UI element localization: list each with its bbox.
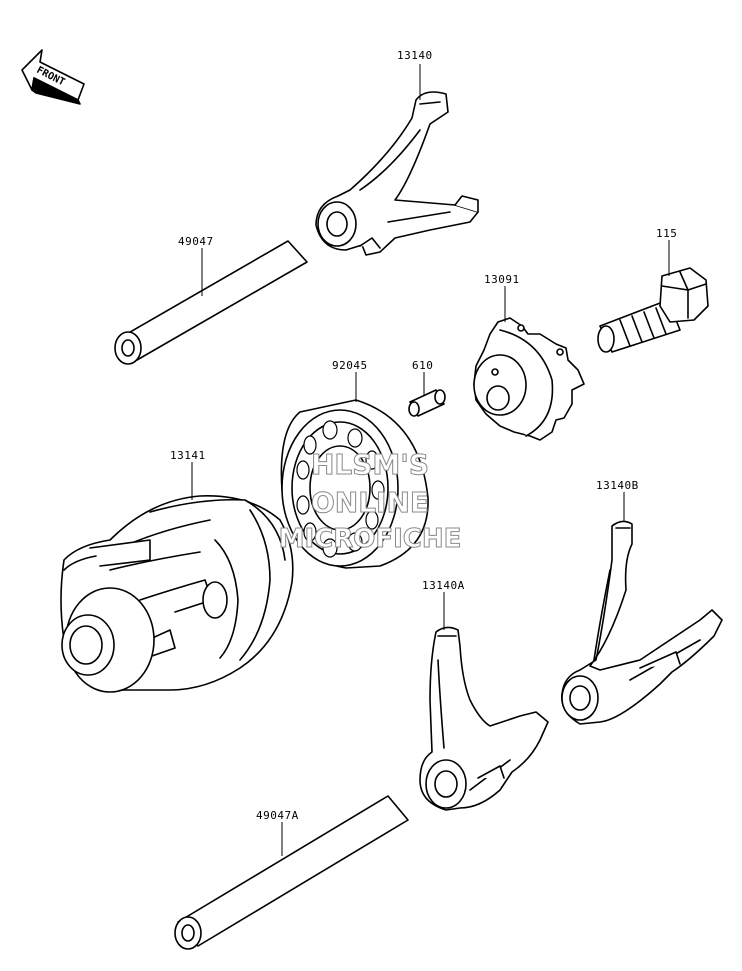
label-13140: 13140	[397, 49, 433, 62]
label-49047: 49047	[178, 235, 214, 248]
watermark-line-1: HLSM'S	[310, 448, 430, 482]
label-13141: 13141	[170, 449, 206, 462]
shift-fork-13140	[315, 91, 479, 256]
front-arrow-icon	[21, 49, 85, 105]
shift-fork-13140A	[419, 626, 549, 811]
label-13140A: 13140A	[422, 579, 465, 592]
bolt-115	[597, 267, 709, 353]
watermark-line-2: ONLINE	[310, 486, 430, 520]
label-115: 115	[656, 227, 678, 240]
label-13091: 13091	[484, 273, 520, 286]
shift-drum-13141	[60, 495, 294, 693]
shaft-49047	[114, 240, 308, 365]
holder-13091	[473, 317, 585, 441]
shaft-49047A	[174, 795, 409, 950]
label-49047A: 49047A	[256, 809, 299, 822]
label-92045: 92045	[332, 359, 368, 372]
shift-fork-13140B	[561, 520, 723, 725]
watermark-line-3: MICROFICHE	[278, 524, 462, 555]
label-610: 610	[412, 359, 434, 372]
bearing-92045	[280, 399, 429, 569]
label-13140B: 13140B	[596, 479, 639, 492]
pin-610	[408, 389, 446, 417]
